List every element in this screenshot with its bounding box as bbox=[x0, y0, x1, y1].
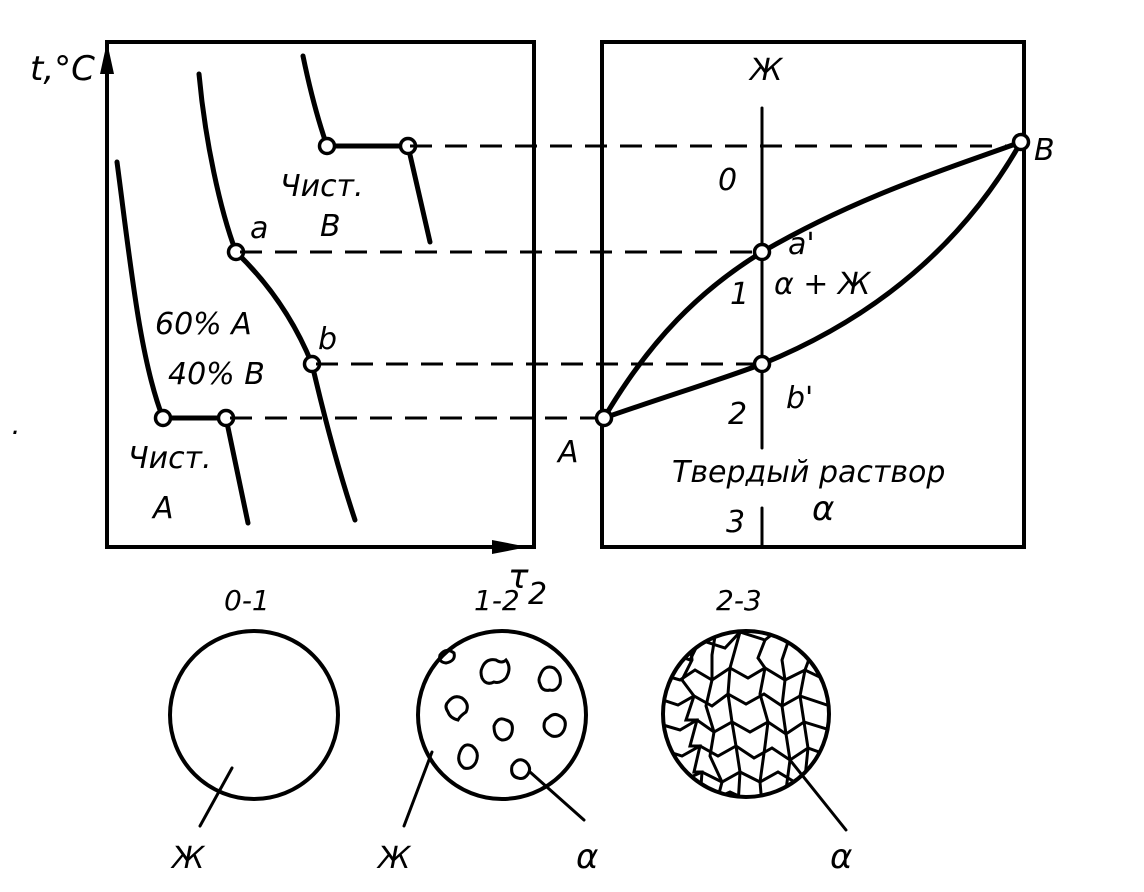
point-b-prime bbox=[752, 354, 772, 374]
pure-a-arrest-start-point bbox=[153, 408, 173, 428]
point-b-label: b bbox=[318, 322, 337, 357]
level-3-label: 3 bbox=[726, 505, 745, 540]
leader-line-alpha-1-2 bbox=[528, 770, 586, 822]
pure-b-label-line2: B bbox=[320, 209, 341, 244]
interval-0-1-label: 0-1 bbox=[224, 584, 270, 617]
solidus-curve bbox=[601, 139, 1024, 421]
liquid-region-label: Ж bbox=[748, 53, 784, 88]
level-1-label: 1 bbox=[730, 277, 749, 312]
alpha-crystals bbox=[438, 648, 567, 780]
temperature-axis-label: t,°C bbox=[30, 49, 95, 89]
solid-alpha-label: α bbox=[812, 489, 834, 529]
alloy-composition-a: 60% A bbox=[155, 307, 252, 342]
microstructure-liquid-circle bbox=[168, 629, 340, 801]
pure-b-label-line1: Чист. bbox=[280, 169, 364, 204]
pure-a-label-line2: A bbox=[151, 491, 174, 526]
svg-text:·: · bbox=[10, 416, 19, 449]
interval-1-2-label: 1-2 bbox=[474, 584, 520, 617]
microstructure-two-phase-circle bbox=[416, 629, 588, 801]
phase-diagram-frame bbox=[600, 40, 1026, 549]
leader-line-alpha-2-3 bbox=[788, 758, 848, 832]
alpha-label-1-2: α bbox=[576, 837, 598, 877]
b-prime-label: b' bbox=[786, 381, 813, 416]
solid-solution-label: Твердый раствор bbox=[672, 455, 945, 490]
two-phase-region-label: α + Ж bbox=[774, 267, 872, 302]
point-a-label: a bbox=[250, 211, 268, 246]
leader-line-liquid-1-2 bbox=[402, 750, 434, 828]
liquid-label-1-2: Ж bbox=[376, 841, 412, 876]
interval-2-3-label: 2-3 bbox=[716, 584, 762, 617]
time-axis-label: τ bbox=[508, 557, 529, 597]
a-prime-label: a' bbox=[788, 227, 815, 262]
alpha-label-2-3: α bbox=[830, 837, 852, 877]
end-point-b bbox=[1011, 132, 1031, 152]
liquid-label-0-1: Ж bbox=[170, 841, 206, 876]
point-a-prime bbox=[752, 242, 772, 262]
end-a-label: A bbox=[556, 435, 579, 470]
cooling-curve-alloy bbox=[196, 71, 358, 523]
svg-text:2: 2 bbox=[528, 577, 547, 612]
level-0-label: 0 bbox=[718, 163, 737, 198]
leader-line-liquid bbox=[198, 766, 234, 828]
pure-b-arrest-start-point bbox=[317, 136, 337, 156]
alloy-composition-b: 40% B bbox=[168, 357, 265, 392]
level-2-label: 2 bbox=[728, 397, 747, 432]
end-point-a bbox=[594, 408, 614, 428]
pure-a-label-line1: Чист. bbox=[128, 441, 212, 476]
time-axis-arrow bbox=[492, 540, 528, 554]
end-b-label: B bbox=[1034, 133, 1055, 168]
temperature-axis-arrow bbox=[100, 42, 114, 74]
